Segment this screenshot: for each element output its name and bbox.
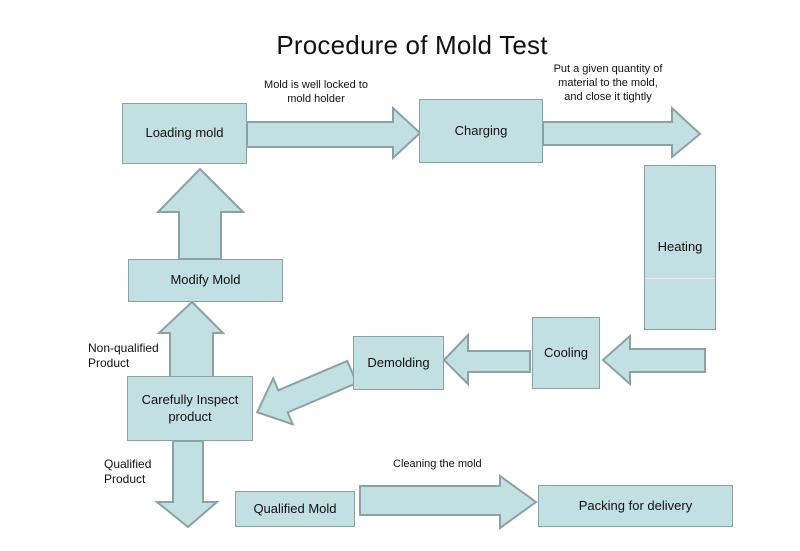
node-carefully-inspect-product: Carefully Inspect product: [127, 376, 253, 441]
node-label: Modify Mold: [170, 272, 241, 288]
arrow-inspect-to-qualified: [154, 440, 220, 529]
node-heating: Heating: [644, 165, 716, 330]
node-label: Heating: [657, 239, 703, 255]
node-cooling: Cooling: [532, 317, 600, 389]
node-qualified-mold: Qualified Mold: [235, 491, 355, 527]
node-demolding: Demolding: [353, 336, 444, 390]
label-qualified-product: Qualified Product: [104, 457, 152, 486]
arrow-qualifiedmold-to-packing: [359, 474, 538, 530]
node-loading-mold: Loading mold: [122, 103, 247, 164]
node-label: Cooling: [543, 344, 589, 360]
node-label: Packing for delivery: [578, 497, 693, 513]
label-mold-locked: Mold is well locked to mold holder: [264, 79, 368, 105]
node-label: Charging: [454, 122, 508, 138]
label-put-quantity: Put a given quantity of material to the …: [553, 63, 663, 103]
arrow-inspect-to-modify: [156, 300, 226, 379]
node-label: Qualified Mold: [253, 500, 337, 516]
node-label: Carefully Inspect product: [141, 391, 239, 424]
arrow-loading-to-charging: [246, 105, 422, 161]
diagram-title: Procedure of Mold Test: [276, 30, 548, 60]
arrow-heating-to-cooling: [601, 333, 706, 387]
label-non-qualified-product: Non-qualified Product: [88, 341, 159, 370]
node-modify-mold: Modify Mold: [128, 259, 283, 302]
arrow-charging-to-heating: [542, 105, 702, 160]
label-cleaning-the-mold: Cleaning the mold: [393, 458, 482, 470]
node-charging: Charging: [419, 99, 543, 163]
node-label: Demolding: [367, 354, 430, 370]
arrow-cooling-to-demolding: [442, 332, 531, 387]
arrow-demolding-to-inspect: [255, 359, 359, 426]
arrow-modify-to-loading: [155, 167, 246, 260]
node-label: Loading mold: [145, 125, 224, 141]
node-packing-for-delivery: Packing for delivery: [538, 485, 733, 527]
